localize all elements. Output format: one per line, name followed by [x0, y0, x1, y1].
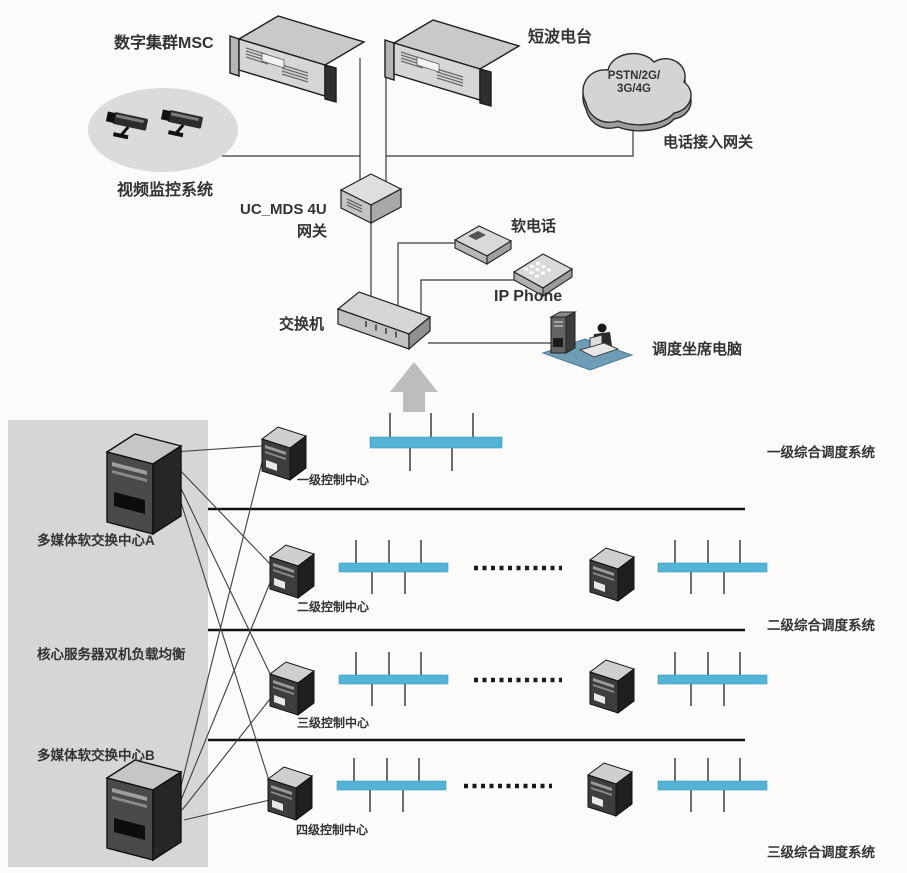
ip-phone-label: IP Phone [494, 288, 563, 305]
level1-dispatch-system-label: 一级综合调度系统 [767, 445, 875, 460]
level2-control-center-label: 二级控制中心 [297, 600, 370, 614]
shortwave-radio-device [384, 19, 520, 107]
bus-row3-left [338, 651, 449, 707]
pstn-cloud-line1: PSTN/2G/ [607, 70, 661, 82]
core-server-load-balance-label: 核心服务器双机负载均衡 [37, 647, 186, 662]
pstn-cloud-line2: 3G/4G [617, 83, 651, 95]
dispatch-seat-computer [541, 311, 634, 371]
ucmds-gateway-label-line1: UC_MDS 4U [240, 201, 327, 218]
pstn-cloud [582, 52, 692, 132]
switch-device [336, 291, 432, 351]
level4-control-center-server [267, 766, 313, 821]
remote-server-row3 [589, 659, 635, 714]
ip-phone-device [512, 253, 574, 298]
bus-row4-left [336, 757, 447, 813]
remote-server-row2 [589, 547, 635, 602]
level2-dispatch-system-label: 二级综合调度系统 [767, 618, 875, 633]
keypad [524, 262, 551, 278]
softswitch-center-a-label: 多媒体软交换中心A [37, 533, 155, 548]
softphone-device [453, 225, 513, 265]
level1-control-center-label: 一级控制中心 [297, 473, 370, 487]
ucmds-gateway-device [339, 173, 403, 224]
load-balance-links [172, 445, 275, 821]
tier-divider-lines [208, 507, 745, 742]
dispatch-seat-pc-label: 调度坐席电脑 [652, 341, 743, 358]
connector-lines [222, 58, 634, 344]
bus-row4-right [657, 757, 768, 813]
softswitch-center-b-server [106, 759, 182, 861]
ucmds-gateway-label-line2: 网关 [297, 223, 328, 240]
bus-row1 [369, 413, 503, 471]
bus-row2-right [657, 539, 768, 595]
level4-control-center-label: 四级控制中心 [296, 823, 369, 837]
phone-access-gateway-label: 电话接入网关 [663, 134, 754, 151]
video-surveillance-ellipse [88, 88, 238, 172]
switch-label: 交换机 [279, 316, 325, 333]
digital-trunking-msc-device [229, 15, 365, 103]
dotted-connectors [464, 565, 562, 789]
bus-row3-right [657, 651, 768, 707]
up-arrow [390, 362, 438, 412]
softphone-label: 软电话 [511, 218, 557, 235]
level3-dispatch-system-label: 三级综合调度系统 [767, 845, 875, 860]
level3-control-center-server [269, 661, 315, 716]
video-surveillance-label: 视频监控系统 [117, 182, 214, 199]
softswitch-center-b-label: 多媒体软交换中心B [37, 748, 155, 763]
remote-server-row4 [587, 762, 633, 817]
softswitch-center-a-server [106, 433, 182, 535]
pstn-cloud-label: PSTN/2G/ 3G/4G [592, 70, 676, 96]
shortwave-radio-label: 短波电台 [528, 29, 593, 46]
bus-row2-left [338, 539, 449, 595]
digital-trunking-msc-label: 数字集群MSC [114, 35, 214, 52]
level2-control-center-server [269, 544, 315, 599]
level3-control-center-label: 三级控制中心 [297, 716, 370, 730]
